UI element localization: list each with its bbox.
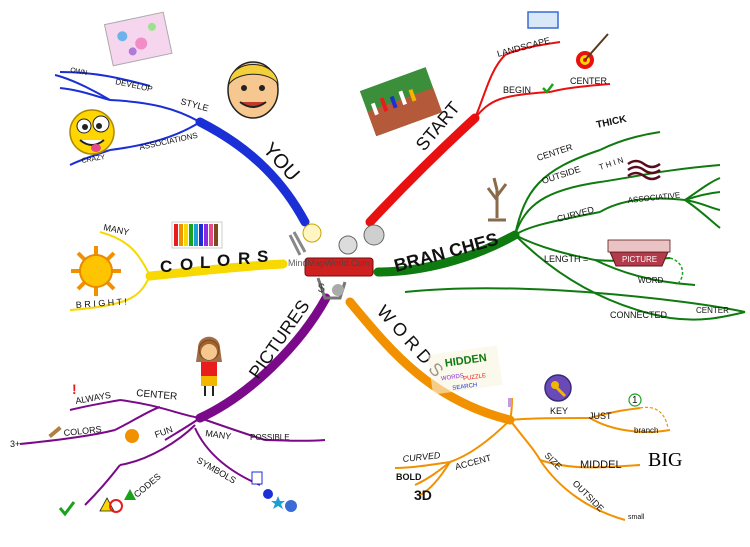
checklist-icon — [251, 471, 263, 485]
center-dollar-icon: $ — [318, 281, 325, 295]
key-badge-icon — [544, 374, 572, 402]
no-entry-icon — [109, 499, 123, 513]
you-crazy: CRAZY — [81, 154, 106, 165]
checkmark-icon — [58, 501, 76, 517]
branch-dashed-arrow — [639, 406, 669, 429]
exclamation-icon: ! — [72, 381, 77, 397]
smile-face-icon — [125, 429, 139, 443]
start-center: CENTER — [570, 76, 608, 86]
start-subbranches — [474, 41, 611, 119]
branches-word: WORD — [638, 276, 664, 285]
thin-wave-icon — [627, 159, 661, 181]
crazy-smiley-icon — [69, 109, 115, 155]
colors-subbranches — [69, 231, 151, 311]
star-icon — [271, 496, 285, 509]
bare-tree-icon — [486, 177, 508, 222]
you-associations: ASSOCIATIONS — [139, 131, 199, 152]
color-pencils-image — [171, 221, 223, 249]
branch-words — [345, 297, 515, 425]
central-image: $ MindMapWorld.Com — [288, 223, 385, 300]
colors-letter-o2: O — [217, 251, 230, 270]
branches-thick: THICK — [595, 114, 628, 131]
branches-picture: PICTURE — [622, 255, 657, 264]
words-hidden: HIDDEN — [444, 352, 487, 370]
dart-target-icon — [576, 33, 609, 69]
words-key: KEY — [550, 406, 568, 416]
branch-you — [195, 117, 310, 227]
colors-letter-o1: O — [180, 255, 193, 274]
branches-center: CENTER — [536, 142, 575, 163]
colors-bright: B R I G H T ! — [75, 296, 127, 310]
word-loop-connector — [669, 257, 684, 286]
words-small: small — [628, 514, 645, 521]
branches-thin: T H I N — [598, 155, 625, 171]
branches-subbranches — [404, 131, 746, 321]
girl-icon — [196, 336, 222, 396]
you-style: STYLE — [179, 96, 209, 113]
one-circle-icon — [628, 393, 642, 407]
sun-icon — [71, 246, 121, 296]
you-own: OWN — [70, 67, 88, 77]
pinball-card-image — [103, 11, 173, 67]
branch-colors — [145, 259, 288, 281]
center-watermark: MindMapWorld.Com — [288, 258, 370, 268]
branches-label: BRAN CHES — [392, 229, 501, 276]
pictures-center: CENTER — [136, 388, 178, 403]
words-bold: BOLD — [396, 472, 422, 482]
branches-length: LENGTH = — [544, 254, 588, 264]
branch-branches — [373, 230, 520, 277]
pictures-codes: CODES — [132, 471, 163, 499]
branches-connected: CONNECTED — [610, 310, 668, 320]
words-hidden-sub2: PUZZLE — [463, 373, 487, 382]
words-accent: ACCENT — [454, 453, 493, 472]
start-begin: BEGIN — [503, 85, 531, 95]
words-big: BIG — [648, 449, 682, 471]
pictures-possible: POSSIBLE — [250, 433, 290, 442]
pictures-three-plus: 3+ — [10, 439, 20, 449]
branches-curved: CURVED — [556, 204, 596, 224]
words-middel: MIDDEL — [580, 459, 622, 471]
boy-face-icon — [227, 61, 279, 119]
start-landscape: LANDSCAPE — [496, 35, 551, 59]
crayon-icon — [48, 425, 62, 439]
colors-letter-r: R — [238, 249, 250, 268]
words-three-d: 3D — [414, 487, 432, 503]
branches-associative: ASSOCIATIVE — [627, 191, 680, 205]
branches-center2: CENTER — [696, 306, 729, 315]
words-branch: branch — [634, 426, 658, 435]
start-checkmark-icon — [542, 83, 554, 94]
words-one: 1 — [632, 395, 638, 406]
colors-letters: C O L O R S — [160, 247, 268, 276]
you-subbranches — [54, 71, 201, 166]
colors-letter-c: C — [160, 257, 172, 276]
words-hidden-sub1: WORDS — [441, 373, 465, 382]
words-curved: CURVED — [402, 450, 441, 464]
colors-letter-s: S — [257, 247, 268, 266]
landscape-frame-icon — [527, 11, 559, 29]
triangle-icon — [124, 489, 136, 500]
words-hidden-sub3: SEARCH — [452, 382, 478, 391]
pictures-many: MANY — [205, 428, 232, 442]
words-just: JUST — [589, 411, 612, 421]
info-icon — [263, 489, 273, 499]
picture-frame-icon: PICTURE — [607, 239, 671, 267]
pictures-subbranches — [19, 399, 326, 506]
hidden-words-image: HIDDEN WORDS PUZZLE SEARCH — [427, 345, 503, 395]
branch-start — [365, 113, 480, 227]
running-track-photo — [359, 67, 443, 137]
branch-pictures — [195, 293, 331, 423]
you-develop: DEVELOP — [115, 77, 154, 94]
colors-letter-l: L — [200, 253, 210, 272]
help-icon — [285, 500, 297, 512]
pictures-colors: COLORS — [63, 424, 102, 438]
words-marker-icon — [508, 398, 512, 407]
